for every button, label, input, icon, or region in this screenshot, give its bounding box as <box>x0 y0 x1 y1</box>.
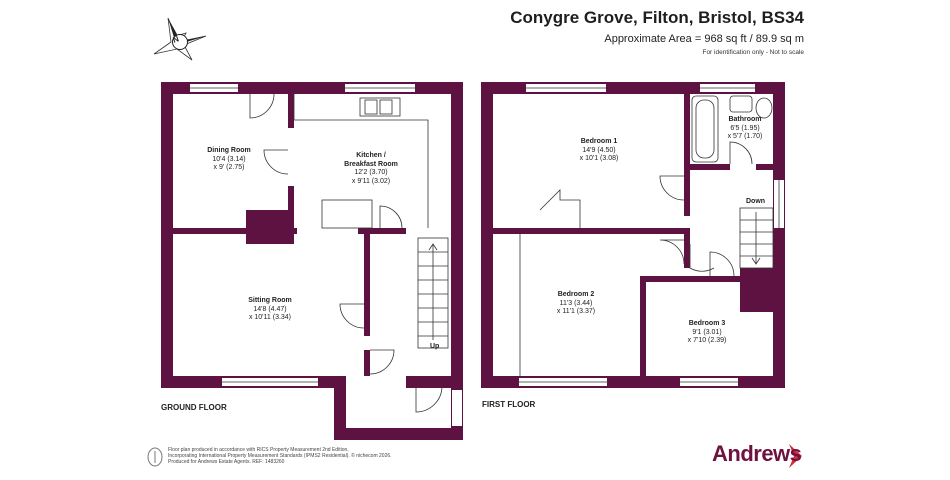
ground-floor-label: GROUND FLOOR <box>161 403 227 412</box>
room-bedroom-3: Bedroom 3 9'1 (3.01) x 7'10 (2.39) <box>687 320 727 344</box>
andrews-arrow-icon <box>789 444 802 468</box>
room-kitchen: Kitchen / Breakfast Room 12'2 (3.70) x 9… <box>344 152 398 185</box>
ground-floor-walls <box>161 82 463 440</box>
first-floor-label: FIRST FLOOR <box>482 400 536 409</box>
stairs-down-label: Down <box>746 198 766 205</box>
room-bedroom-1: Bedroom 1 14'9 (4.50) x 10'1 (3.08) <box>579 138 619 162</box>
footer-text: Floor plan produced in accordance with R… <box>168 447 392 466</box>
andrews-logo: Andrews <box>712 441 802 466</box>
rics-logo-icon <box>147 447 163 467</box>
stairs-up-label: Up <box>430 343 440 350</box>
room-bathroom: Bathroom 6'5 (1.95) x 5'7 (1.70) <box>727 116 763 140</box>
room-sitting: Sitting Room 14'8 (4.47) x 10'11 (3.34) <box>248 297 292 321</box>
page-title: Conygre Grove, Filton, Bristol, BS34 <box>510 8 804 27</box>
compass-icon <box>153 17 207 61</box>
approximate-area: Approximate Area = 968 sq ft / 89.9 sq m <box>604 33 804 45</box>
ground-floor-details <box>190 87 449 413</box>
room-bedroom-2: Bedroom 2 11'3 (3.44) x 11'1 (3.37) <box>556 291 596 315</box>
scale-note: For identification only - Not to scale <box>702 49 804 56</box>
room-dining: Dining Room 10'4 (3.14) x 9' (2.75) <box>207 147 251 171</box>
first-floor-details <box>519 87 780 383</box>
